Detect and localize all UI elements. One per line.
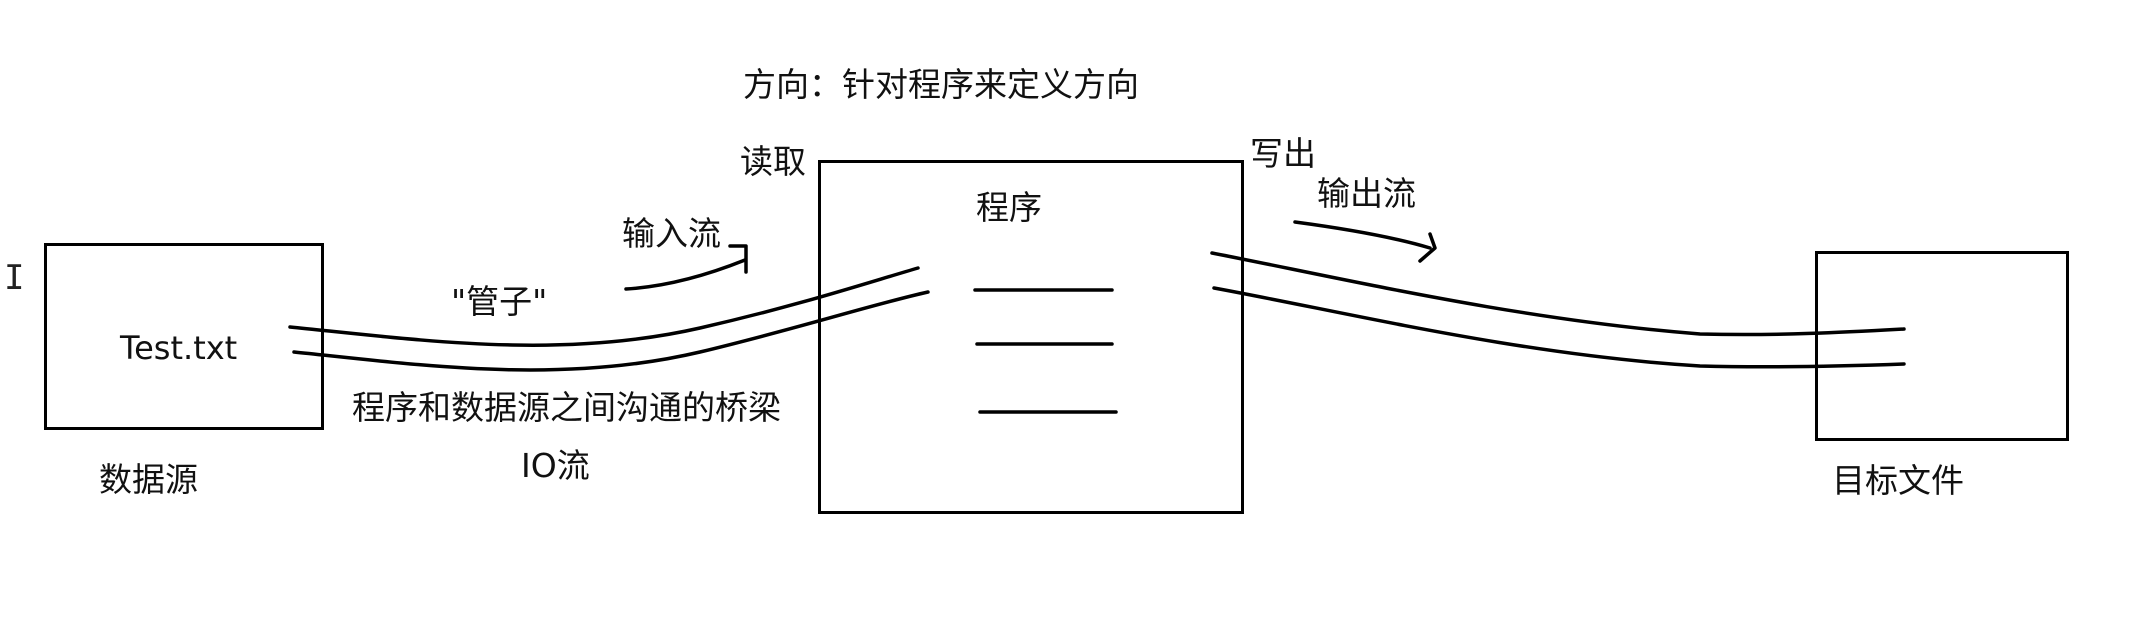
program-label: 程序 [976,188,1042,227]
io-stream-label: IO流 [521,446,590,485]
pipe-label: "管子" [451,282,548,321]
write-label: 写出 [1250,134,1316,173]
pipe-line-upper [288,266,920,347]
pipe-line-lower [292,290,930,372]
input-arrow-stroke [624,258,747,291]
read-label: 读取 [740,142,806,181]
target-file-box [1815,251,2069,441]
output-arrow-stroke [1293,220,1432,250]
file-name-label: Test.txt [120,329,238,367]
data-source-box [44,243,324,430]
output-stream-label: 输出流 [1317,174,1416,213]
output-pipe-lower [1212,286,1906,369]
target-file-label: 目标文件 [1832,461,1964,500]
input-arrow-head [728,244,748,274]
diagram-title: 方向：针对程序来定义方向 [743,65,1139,104]
input-stream-label: 输入流 [622,214,721,253]
text-cursor-icon: I [4,258,25,298]
output-arrow-head [1418,232,1437,263]
program-box [818,160,1244,514]
data-source-label: 数据源 [99,460,198,499]
bridge-label: 程序和数据源之间沟通的桥梁 [352,388,781,427]
output-pipe-upper [1210,251,1906,337]
